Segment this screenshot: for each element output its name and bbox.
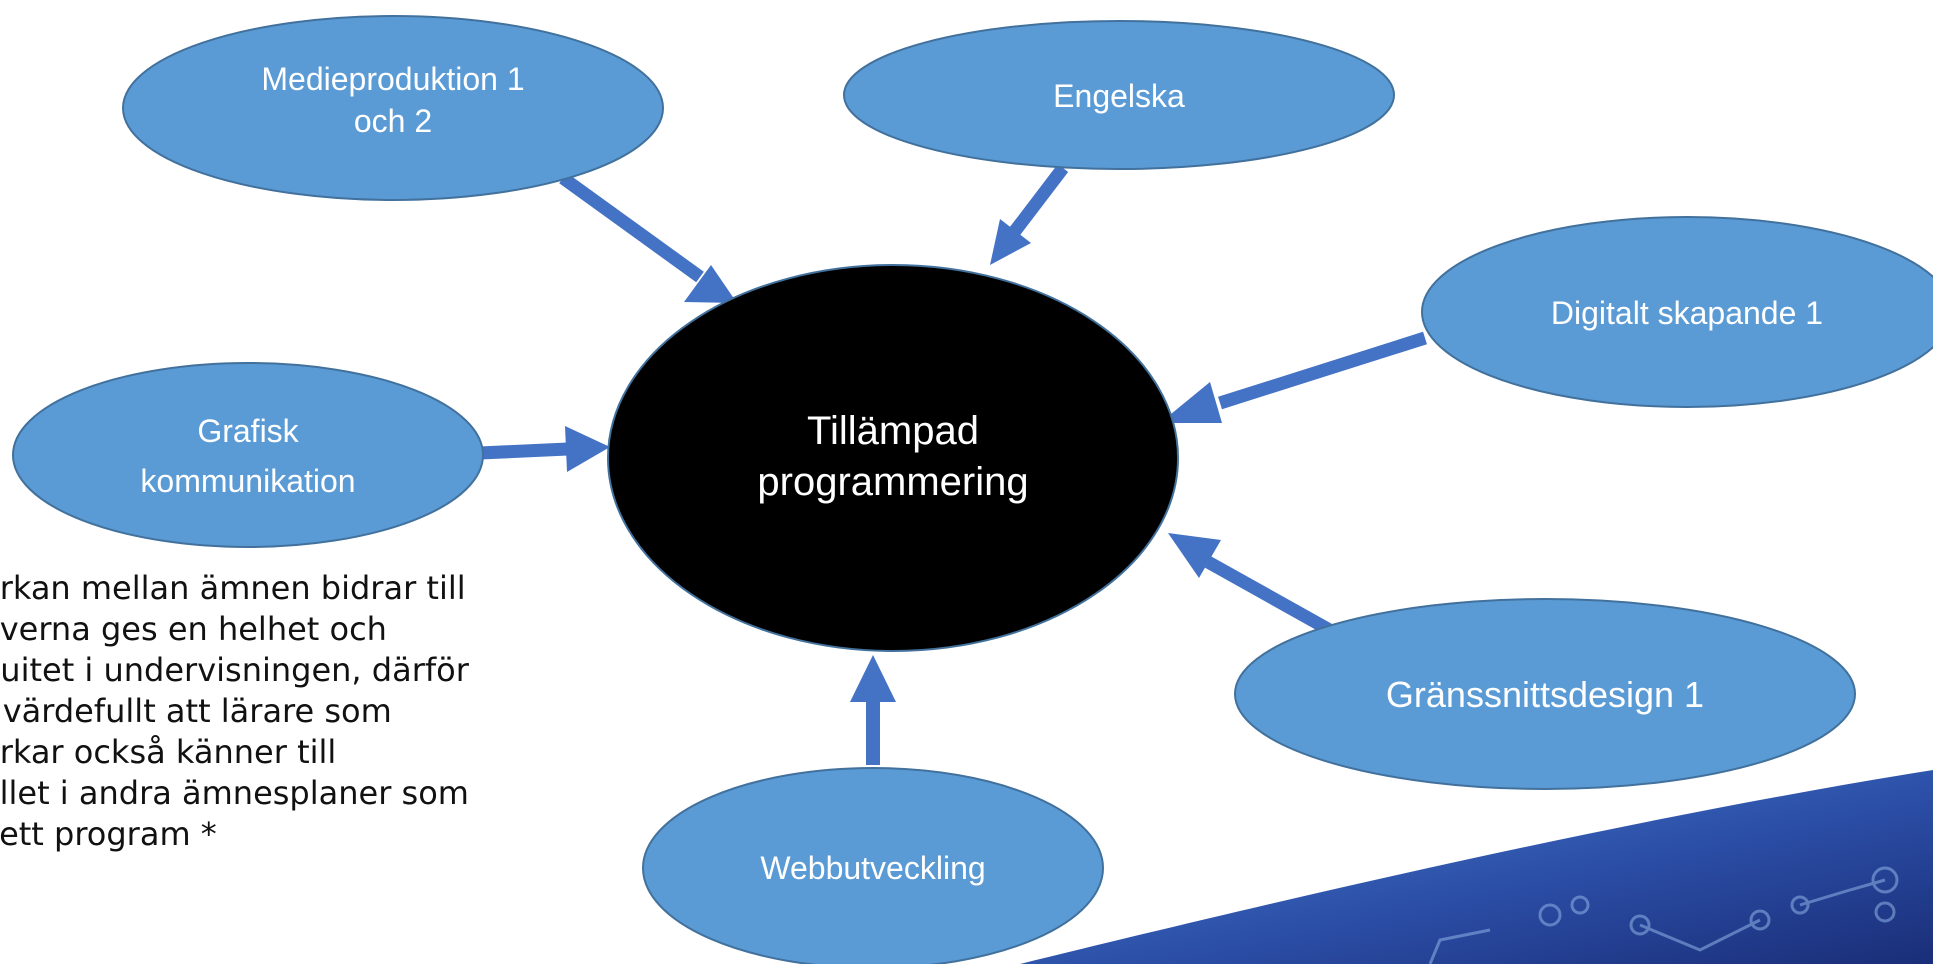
label-medieproduktion: Medieproduktion 1 och 2 bbox=[193, 58, 593, 142]
body-line: ållet i andra ämnesplaner som bbox=[0, 774, 469, 812]
arrow-medieproduktion bbox=[559, 172, 737, 303]
label-line: Gränssnittsdesign 1 bbox=[1385, 674, 1705, 715]
bubble-grafisk-kommunikation bbox=[12, 362, 484, 548]
center-node bbox=[607, 264, 1179, 652]
body-line: i ett program * bbox=[0, 815, 217, 853]
center-label: Tillämpad programmering bbox=[693, 406, 1093, 508]
label-line: Medieproduktion 1 bbox=[261, 61, 525, 97]
body-line: everna ges en helhet och bbox=[0, 610, 387, 648]
arrows bbox=[479, 164, 1427, 765]
label-line: Webbutveckling bbox=[760, 850, 986, 886]
circuit-trace bbox=[1639, 918, 1761, 952]
circuit-pad bbox=[1749, 909, 1771, 931]
circuit-pad bbox=[1629, 914, 1651, 936]
circuit-pad bbox=[1874, 901, 1896, 923]
bubble-engelska bbox=[843, 20, 1395, 170]
label-engelska: Engelska bbox=[969, 76, 1269, 116]
circuit-pad bbox=[1538, 903, 1562, 927]
body-paragraph: erkan mellan ämnen bidrar till everna ge… bbox=[0, 568, 620, 855]
circuit-pad bbox=[1790, 895, 1810, 915]
body-line: t värdefullt att lärare som bbox=[0, 692, 392, 730]
bubble-digitalt-skapande bbox=[1421, 216, 1933, 408]
circuit-trace bbox=[1799, 878, 1886, 907]
label-digitalt-skapande: Digitalt skapande 1 bbox=[1487, 293, 1887, 333]
label-webbutveckling: Webbutveckling bbox=[723, 848, 1023, 888]
label-line: Digitalt skapande 1 bbox=[1550, 295, 1824, 331]
arrow-webbutveckling bbox=[850, 655, 896, 765]
body-line: erkar också känner till bbox=[0, 733, 337, 771]
label-line: och 2 bbox=[353, 103, 433, 139]
label-line: Grafisk bbox=[197, 413, 299, 449]
label-line: kommunikation bbox=[140, 463, 356, 499]
arrow-granssnittsdesign bbox=[1168, 533, 1339, 639]
body-line: erkan mellan ämnen bidrar till bbox=[0, 569, 466, 607]
label-grafisk-kommunikation: Grafisk kommunikation bbox=[98, 406, 398, 506]
body-line: nuitet i undervisningen, därför bbox=[0, 651, 469, 689]
center-label-line: Tillämpad bbox=[807, 409, 979, 453]
arrow-grafisk-kommunikation bbox=[479, 426, 610, 472]
circuit-corner-shape bbox=[1020, 770, 1933, 964]
label-granssnittsdesign: Gränssnittsdesign 1 bbox=[1345, 673, 1745, 717]
arrow-engelska bbox=[990, 164, 1069, 265]
circuit-trace bbox=[1428, 928, 1491, 965]
circuit-decoration bbox=[1020, 770, 1933, 965]
bubble-granssnittsdesign bbox=[1234, 598, 1856, 790]
center-label-line: programmering bbox=[757, 460, 1029, 504]
arrow-digitalt-skapande bbox=[1160, 331, 1427, 423]
circuit-pad bbox=[1871, 866, 1899, 894]
subject-bubbles bbox=[12, 15, 1933, 969]
bubble-medieproduktion bbox=[122, 15, 664, 201]
circuit-pad bbox=[1570, 895, 1590, 915]
label-line: Engelska bbox=[1053, 78, 1185, 114]
